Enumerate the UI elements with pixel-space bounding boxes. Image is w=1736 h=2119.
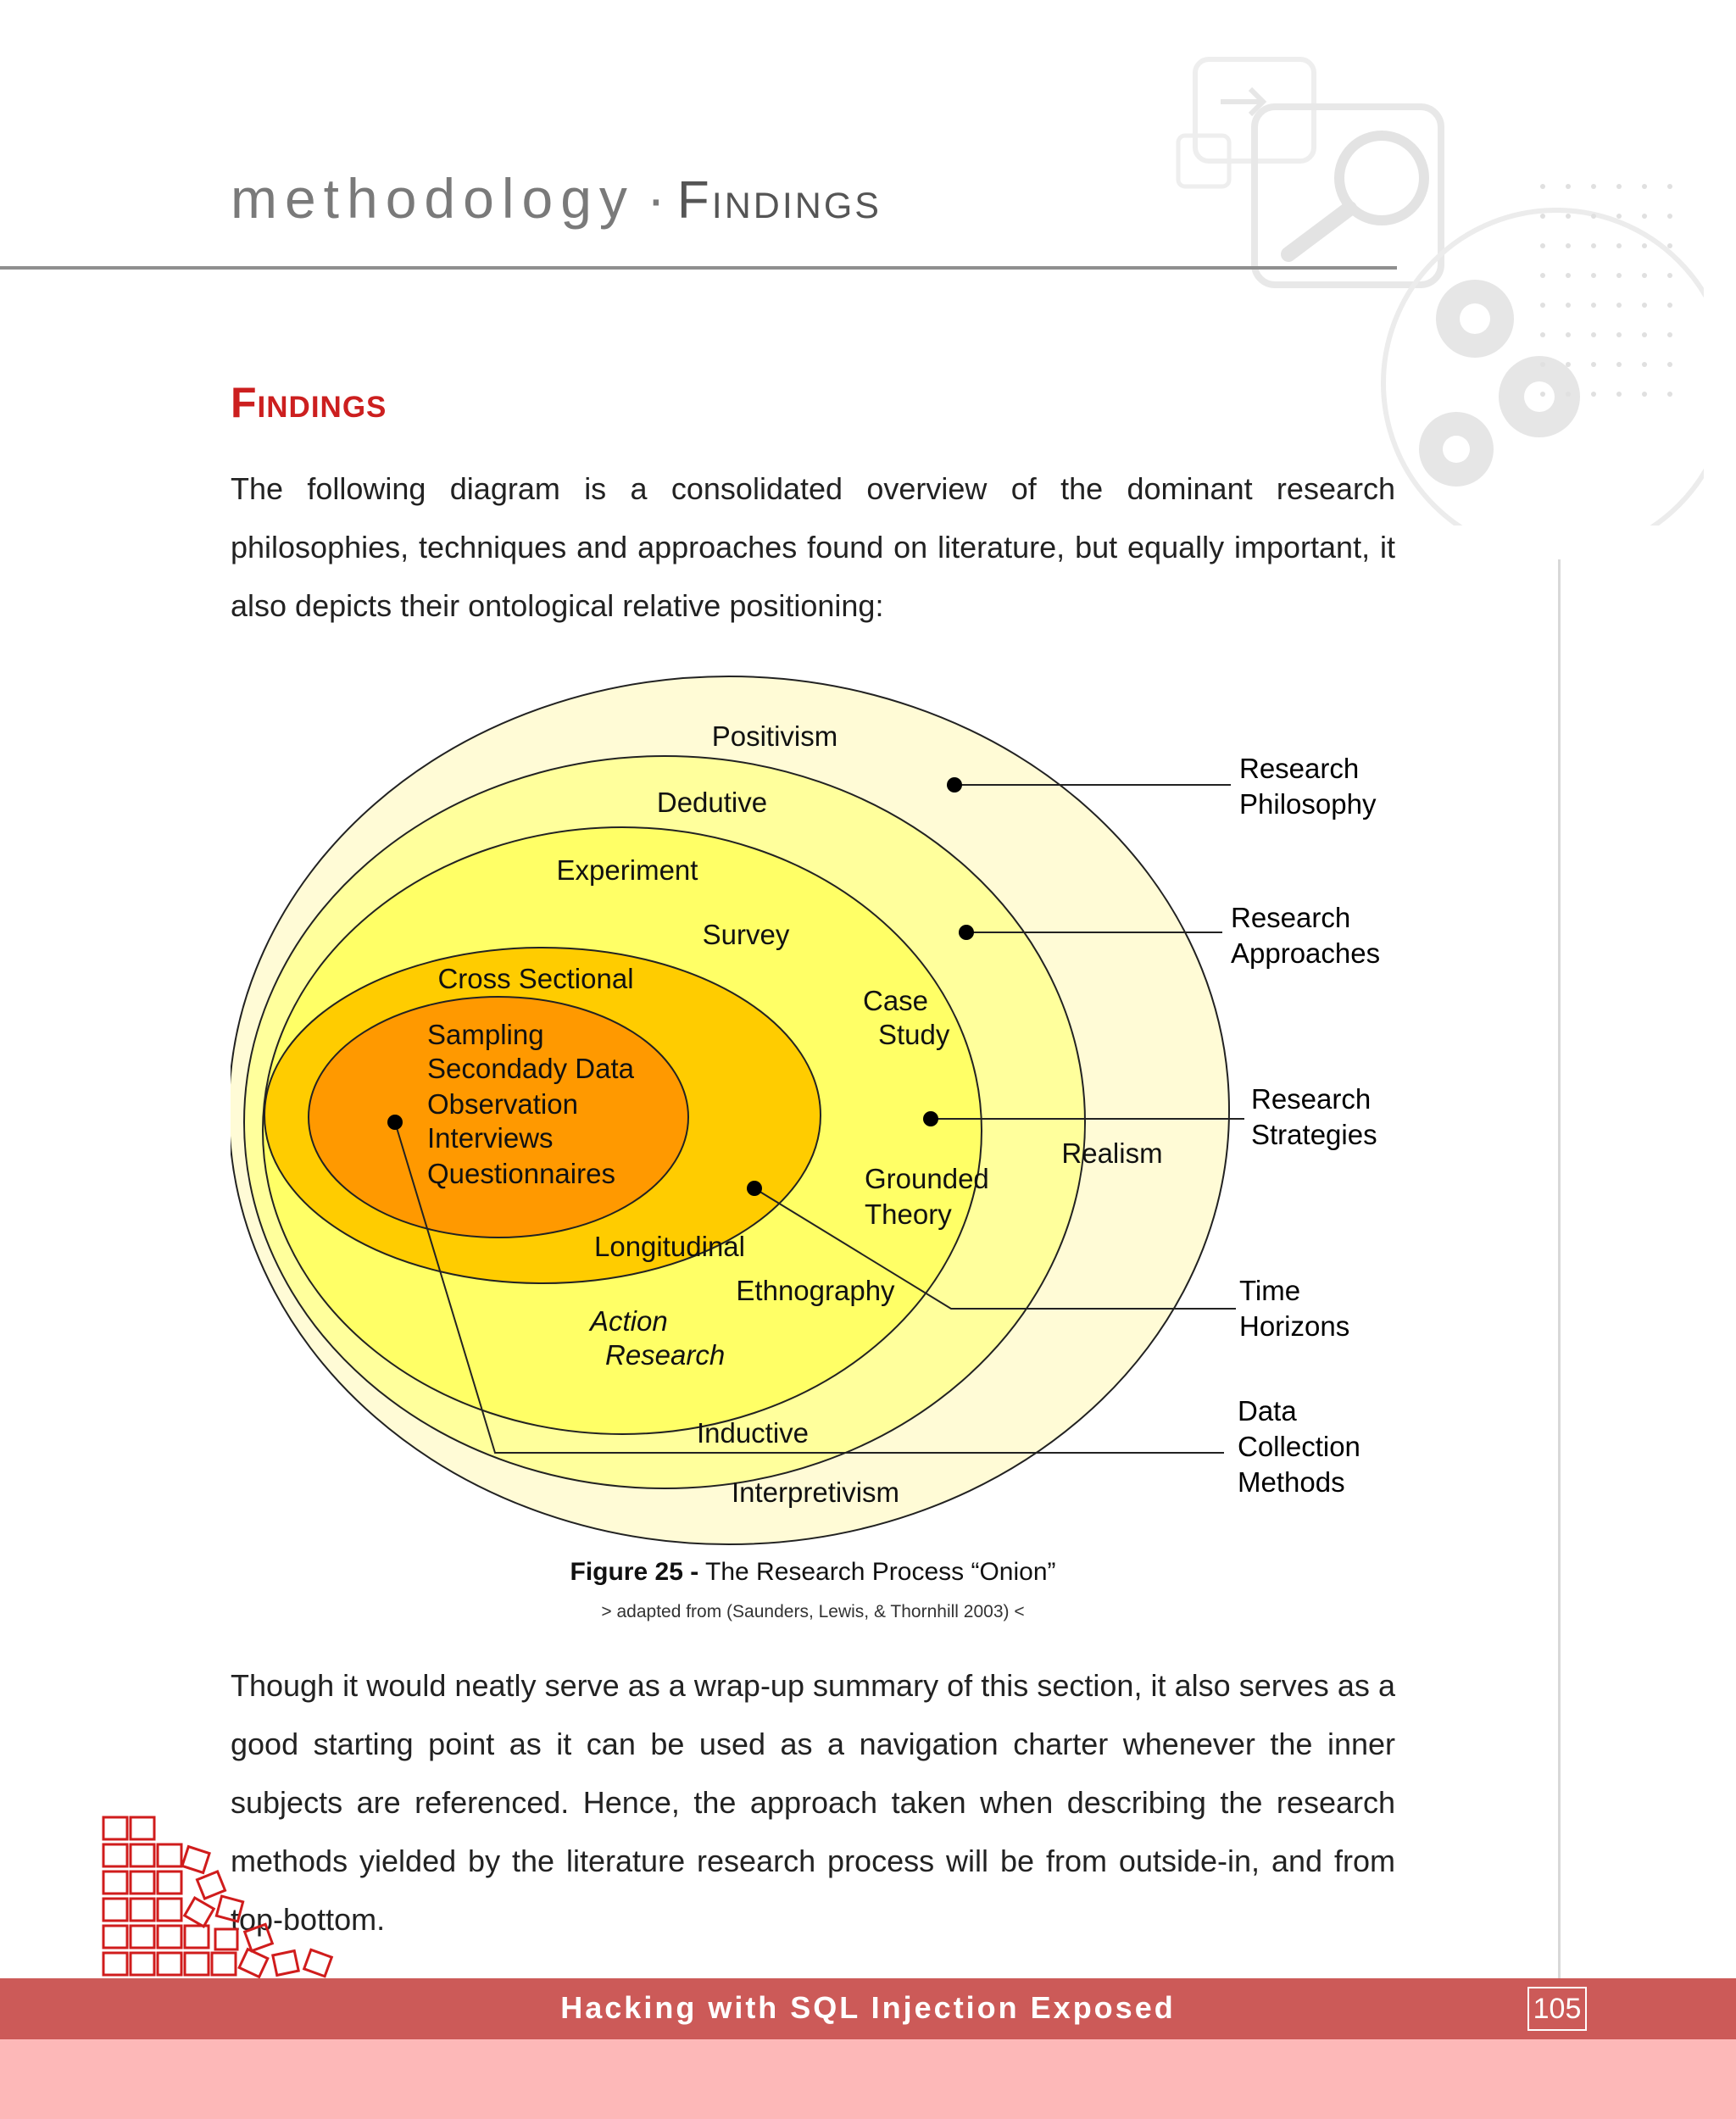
gear-icon bbox=[1419, 280, 1580, 487]
closing-paragraph: Though it would neatly serve as a wrap-u… bbox=[231, 1668, 1395, 1937]
label-method-1: Sampling bbox=[427, 1019, 544, 1050]
label-method-4: Interviews bbox=[427, 1122, 554, 1154]
callout-approaches-1: Research bbox=[1231, 902, 1350, 933]
label-case: Case bbox=[863, 985, 928, 1016]
dot-grid bbox=[1540, 184, 1672, 397]
callout-data-1: Data bbox=[1238, 1395, 1297, 1427]
callout-philosophy-2: Philosophy bbox=[1239, 788, 1377, 820]
label-grounded: Grounded bbox=[865, 1163, 989, 1194]
magnifier-icon bbox=[1334, 131, 1429, 225]
label-realism: Realism bbox=[1061, 1137, 1162, 1169]
label-longitudinal: Longitudinal bbox=[594, 1231, 745, 1262]
margin-rule bbox=[1558, 559, 1561, 1983]
intro-paragraph: The following diagram is a consolidated … bbox=[231, 471, 1395, 623]
label-dedutive: Dedutive bbox=[657, 787, 767, 818]
header-separator: · bbox=[646, 167, 665, 230]
page-header: methodology·Findings bbox=[231, 166, 882, 231]
layer-data-methods bbox=[308, 996, 689, 1238]
callout-time-2: Horizons bbox=[1239, 1310, 1349, 1342]
label-theory: Theory bbox=[865, 1199, 952, 1230]
figure-caption: Figure 25 - The Research Process “Onion” bbox=[231, 1558, 1395, 1587]
footer-band bbox=[0, 1978, 1736, 2039]
header-main: methodology bbox=[231, 167, 635, 230]
caption-label: Figure 25 - bbox=[570, 1558, 699, 1586]
callout-strategies-2: Strategies bbox=[1251, 1119, 1377, 1150]
research-onion-diagram: Positivism Dedutive Experiment Survey Cr… bbox=[231, 675, 1395, 1553]
label-method-3: Observation bbox=[427, 1088, 578, 1120]
section-title: Findings bbox=[231, 379, 387, 426]
callout-time-1: Time bbox=[1239, 1275, 1300, 1306]
footer-strip bbox=[0, 2039, 1736, 2119]
label-interpretivism: Interpretivism bbox=[732, 1477, 899, 1508]
label-experiment: Experiment bbox=[557, 854, 698, 886]
callout-strategies-1: Research bbox=[1251, 1083, 1371, 1115]
header-sub: Findings bbox=[676, 171, 882, 230]
page-number: 105 bbox=[1527, 1987, 1587, 2031]
label-positivism: Positivism bbox=[712, 720, 838, 752]
decorative-icons bbox=[1176, 57, 1704, 526]
callout-approaches-2: Approaches bbox=[1231, 937, 1380, 969]
footer-title: Hacking with SQL Injection Exposed bbox=[560, 1990, 1176, 2025]
label-survey: Survey bbox=[703, 919, 790, 950]
callout-dots bbox=[387, 777, 974, 1196]
figure-source: > adapted from (Saunders, Lewis, & Thorn… bbox=[601, 1602, 1025, 1621]
label-research: Research bbox=[605, 1339, 725, 1371]
callout-data-2: Collection bbox=[1238, 1431, 1360, 1462]
arrow-icon bbox=[1221, 86, 1267, 117]
label-ethnography: Ethnography bbox=[736, 1275, 895, 1306]
header-rule bbox=[0, 266, 1397, 270]
callout-data-3: Methods bbox=[1238, 1466, 1345, 1498]
caption-text: The Research Process “Onion” bbox=[698, 1558, 1056, 1586]
label-study: Study bbox=[878, 1019, 950, 1050]
label-method-2: Secondady Data bbox=[427, 1053, 635, 1084]
label-cross-sectional: Cross Sectional bbox=[437, 963, 633, 994]
callout-philosophy-1: Research bbox=[1239, 753, 1359, 784]
label-inductive: Inductive bbox=[697, 1417, 809, 1449]
label-method-5: Questionnaires bbox=[427, 1158, 615, 1189]
label-action: Action bbox=[588, 1305, 668, 1337]
